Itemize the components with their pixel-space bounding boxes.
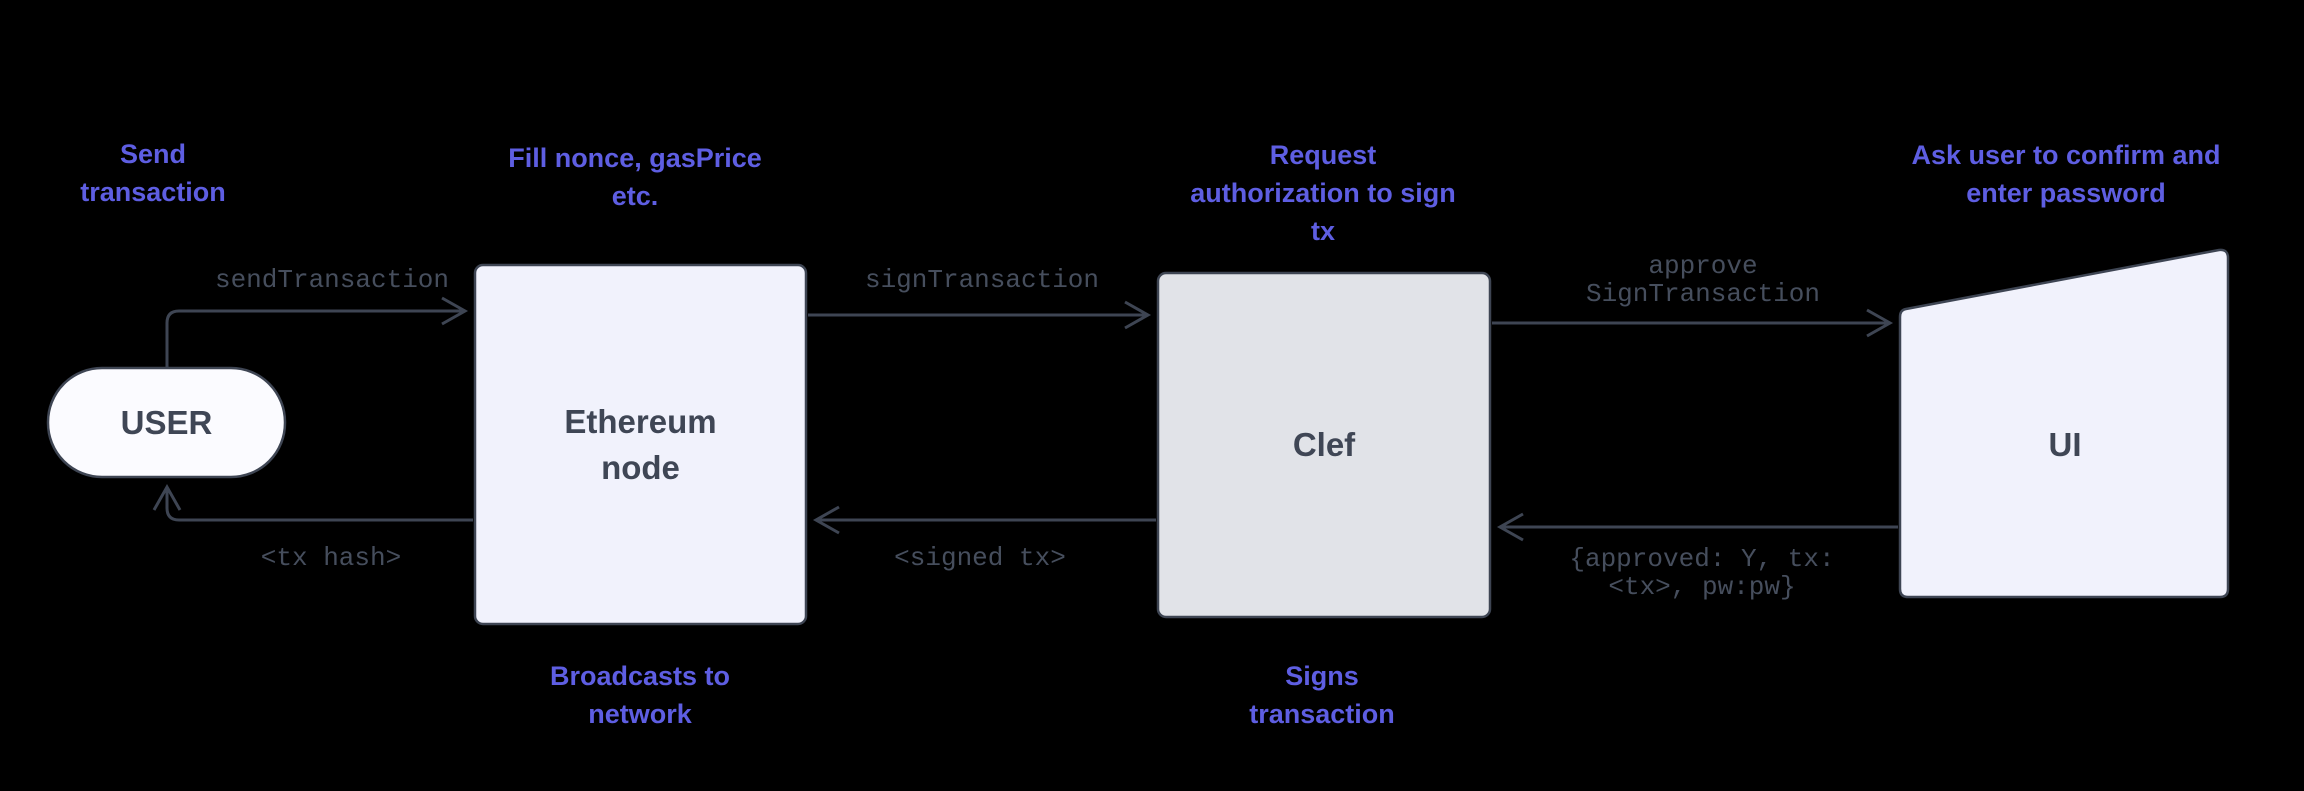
edge-label-approved-payload: {approved: Y, tx: <tx>, pw:pw} (1569, 544, 1835, 602)
edge-label-sign-transaction: signTransaction (864, 265, 1100, 295)
arrow-ethereum-node-to-user (152, 483, 473, 522)
note-request-authorization: Request authorization to sign tx (1190, 140, 1456, 246)
clef-node-label: Clef (1292, 426, 1356, 463)
ui-node-shape (1898, 248, 2230, 599)
user-node-label: USER (120, 403, 213, 441)
note-fill-nonce: Fill nonce, gasPrice etc. (508, 143, 762, 211)
clef-node-shape (1156, 271, 1492, 619)
ethereum-node-shape (473, 263, 808, 626)
user-node-shape (46, 366, 287, 479)
ui-node-label: UI (2048, 426, 2082, 463)
note-ask-user-confirm: Ask user to confirm and enter password (1911, 140, 2221, 208)
ethereum-node-label: Ethereum node (564, 402, 717, 486)
arrow-user-to-ethereum-node (165, 296, 469, 367)
note-broadcasts-to-network: Broadcasts to network (549, 661, 731, 729)
edge-label-send-transaction: sendTransaction (214, 265, 450, 295)
edge-label-approve-sign-transaction: approve SignTransaction (1585, 251, 1821, 309)
note-send-transaction: Send transaction (80, 139, 226, 207)
note-signs-transaction: Signs transaction (1249, 661, 1395, 729)
edge-label-tx-hash: <tx hash> (260, 543, 402, 573)
edge-label-signed-tx: <signed tx> (894, 543, 1066, 573)
